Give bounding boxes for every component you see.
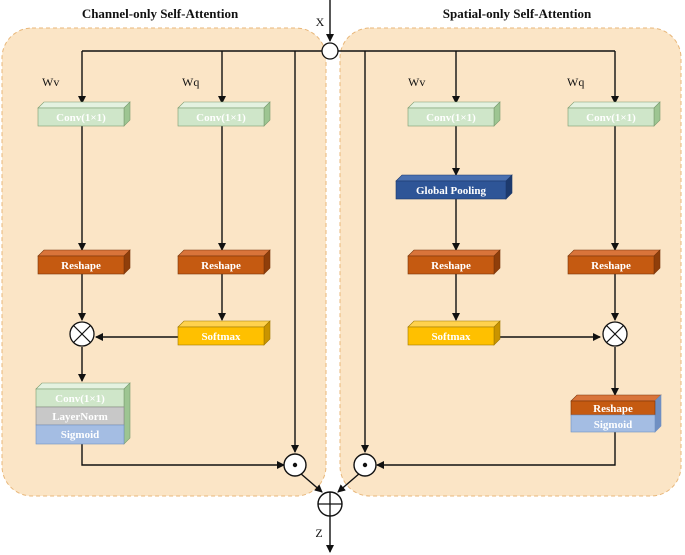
right-wv-reshape-box: Reshape (407, 249, 501, 275)
svg-text:Reshape: Reshape (61, 260, 101, 272)
left-wv-label: Wv (42, 75, 59, 89)
svg-text:Reshape: Reshape (591, 260, 631, 272)
svg-text:Reshape: Reshape (201, 260, 241, 272)
right-wq-reshape-box: Reshape (567, 249, 661, 275)
input-label: X (316, 15, 325, 29)
right-wv-label: Wv (408, 75, 425, 89)
sum-node (317, 491, 343, 517)
connector-lines (78, 0, 619, 553)
right-dot-node (353, 453, 377, 477)
svg-text:Sigmoid: Sigmoid (594, 419, 633, 431)
svg-text:Reshape: Reshape (431, 260, 471, 272)
right-panel-title: Spatial-only Self-Attention (443, 6, 592, 21)
right-softmax-box: Softmax (407, 320, 501, 346)
output-label: Z (315, 526, 322, 540)
left-output-stack: Conv(1×1) LayerNorm Sigmoid (35, 382, 131, 445)
right-wv-conv-box: Conv(1×1) (407, 101, 501, 127)
left-wq-reshape-box: Reshape (177, 249, 271, 275)
left-panel-title: Channel-only Self-Attention (82, 6, 239, 21)
svg-text:Conv(1×1): Conv(1×1) (56, 112, 106, 124)
right-stack-sigmoid (570, 414, 656, 433)
svg-text:Conv(1×1): Conv(1×1) (196, 112, 246, 124)
svg-text:Softmax: Softmax (431, 331, 471, 343)
left-wq-conv-box: Conv(1×1) (177, 101, 271, 127)
right-multiply-node (602, 321, 628, 347)
right-global-pooling-box: Global Pooling (395, 174, 513, 200)
left-dot-node (283, 453, 307, 477)
right-output-stack: Reshape Sigmoid (570, 394, 662, 433)
svg-text:Sigmoid: Sigmoid (61, 429, 100, 441)
split-node (321, 42, 339, 60)
svg-text:Conv(1×1): Conv(1×1) (55, 393, 105, 405)
right-wq-label: Wq (567, 75, 584, 89)
left-wv-reshape-box: Reshape (37, 249, 131, 275)
svg-text:Global Pooling: Global Pooling (416, 185, 486, 197)
svg-text:Softmax: Softmax (201, 331, 241, 343)
svg-text:LayerNorm: LayerNorm (52, 411, 108, 423)
left-multiply-node (69, 321, 95, 347)
svg-text:Conv(1×1): Conv(1×1) (426, 112, 476, 124)
right-wq-conv-box: Conv(1×1) (567, 101, 661, 127)
left-softmax-box: Softmax (177, 320, 271, 346)
left-wq-label: Wq (182, 75, 199, 89)
svg-text:Conv(1×1): Conv(1×1) (586, 112, 636, 124)
right-panel (339, 27, 682, 497)
svg-text:Reshape: Reshape (593, 403, 633, 415)
left-wv-conv-box: Conv(1×1) (37, 101, 131, 127)
left-stack-sigmoid (35, 424, 125, 445)
